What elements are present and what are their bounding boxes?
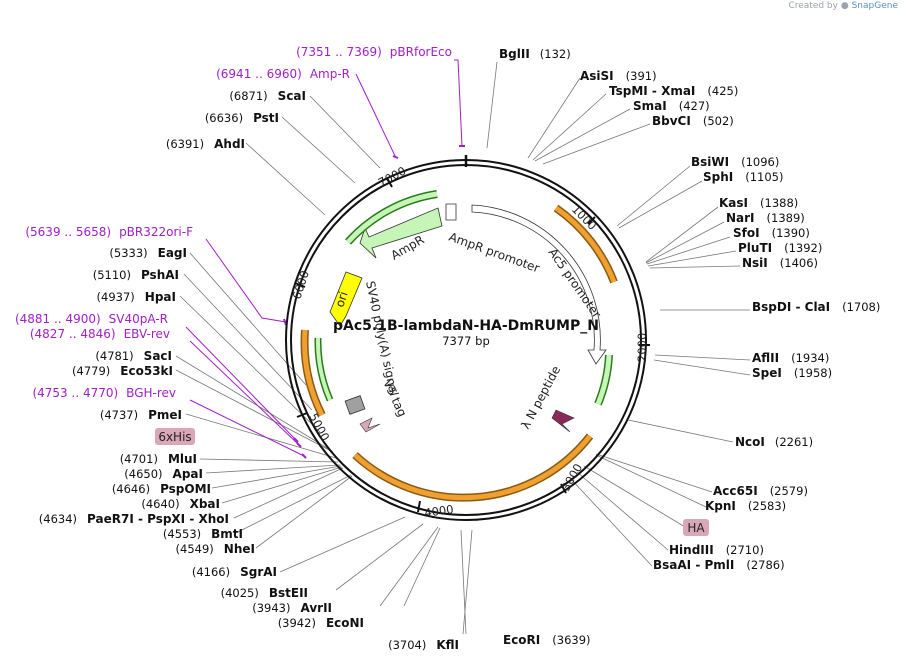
primer-pbr322ori-f: (5639 .. 5658)pBR322ori-F [25, 225, 193, 239]
primer-leader-lines [185, 59, 463, 457]
tag-ha-label: HA [687, 521, 705, 535]
primer-sv40pa-r: (4881 .. 4900)SV40pA-R [15, 312, 168, 326]
enzyme-ahdi: (6391)AhdI [166, 137, 245, 151]
primer-bgh-rev: (4753 .. 4770)BGH-rev [32, 386, 176, 400]
enzyme-ecori: EcoRI(3639) [503, 633, 591, 647]
features [300, 190, 618, 502]
enzyme-smai: SmaI(427) [633, 99, 710, 113]
credit-brand: SnapGene [851, 1, 898, 11]
enzyme-pmei: (4737)PmeI [100, 408, 182, 422]
snapgene-credit: Created by ● SnapGene [788, 1, 898, 11]
enzyme-tspmi-xmai: TspMI - XmaI(425) [609, 84, 738, 98]
enzyme-nari: NarI(1389) [726, 211, 805, 225]
enzyme-labels-left: (3704)KflI (3942)EcoNI (3943)AvrII (4025… [39, 89, 459, 652]
backbone [285, 155, 647, 521]
tick-6000: 6000 [290, 269, 312, 301]
enzyme-apai: (4650)ApaI [124, 467, 203, 481]
enzyme-kasi: KasI(1388) [719, 196, 798, 210]
tick-2000: 2000 [635, 333, 649, 362]
leader-lines [175, 61, 751, 635]
enzyme-xbai: (4640)XbaI [141, 497, 220, 511]
enzyme-sphi: SphI(1105) [703, 170, 784, 184]
feature-v5-tag: V5 tag [380, 377, 409, 419]
primer-amp-r: (6941 .. 6960)Amp-R [216, 67, 350, 81]
enzyme-avrii: (3943)AvrII [252, 601, 332, 615]
enzyme-hindiii: HindIII(2710) [669, 543, 764, 557]
enzyme-econi: (3942)EcoNI [278, 616, 364, 630]
primer-pbrforeco: (7351 .. 7369)pBRforEco [296, 45, 452, 59]
snapgene-logo-icon: ● [840, 1, 849, 11]
enzyme-eagi: (5333)EagI [109, 246, 187, 260]
enzyme-mlui: (4701)MluI [120, 452, 197, 466]
enzyme-bsteii: (4025)BstEII [221, 586, 308, 600]
enzyme-psti: (6636)PstI [205, 111, 279, 125]
credit-prefix: Created by [788, 1, 838, 11]
enzyme-kpni: KpnI(2583) [705, 499, 786, 513]
enzyme-asisi: AsiSI(391) [580, 69, 657, 83]
enzyme-pluti: PluTI(1392) [738, 241, 822, 255]
enzyme-spei: SpeI(1958) [752, 366, 832, 380]
enzyme-sfoi: SfoI(1390) [733, 226, 810, 240]
enzyme-aflii: AflII(1934) [752, 351, 829, 365]
primer-marks [283, 145, 465, 459]
enzyme-saci: (4781)SacI [95, 349, 172, 363]
tag-6xhis-label: 6xHis [158, 430, 191, 444]
enzyme-pshai: (5110)PshAI [93, 268, 179, 282]
enzyme-acc65i: Acc65I(2579) [713, 484, 808, 498]
enzyme-scai: (6871)ScaI [229, 89, 306, 103]
enzyme-pspomi: (4646)PspOMI [112, 482, 211, 496]
enzyme-sgrai: (4166)SgrAI [192, 565, 277, 579]
feature-sv40-polya: SV40 poly(A) signal [363, 280, 401, 398]
enzyme-hpai: (4937)HpaI [97, 290, 176, 304]
tick-4000: 4000 [423, 502, 454, 520]
ticks [294, 177, 650, 513]
enzyme-nsii: NsiI(1406) [742, 256, 818, 270]
primer-labels: (7351 .. 7369)pBRforEco (6941 .. 6960)Am… [15, 45, 452, 400]
enzyme-nhei: (4549)NheI [176, 542, 255, 556]
enzyme-bsiwi: BsiWI(1096) [691, 155, 779, 169]
enzyme-paer7i-pspxi-xhoi: (4634)PaeR7I - PspXI - XhoI [39, 512, 229, 526]
plasmid-length: 7377 bp [442, 334, 490, 348]
enzyme-bglii: BglII(132) [499, 47, 571, 61]
enzyme-kfli: (3704)KflI [388, 638, 459, 652]
feature-ac5-promoter: Ac5 promoter [546, 246, 604, 321]
enzyme-eco53ki: (4779)Eco53kI [72, 364, 173, 378]
primer-ebv-rev: (4827 .. 4846)EBV-rev [30, 327, 170, 341]
feature-ori: ori [333, 290, 351, 309]
tag-6xhis: 6xHis [155, 428, 195, 445]
plasmid-name: pAc5.1B-lambdaN-HA-DmRUMP_N [333, 318, 599, 334]
enzyme-bbvci: BbvCI(502) [652, 114, 734, 128]
enzyme-bspdi-clai: BspDI - ClaI(1708) [752, 300, 880, 314]
feature-ampr-promoter: AmpR promoter [447, 230, 541, 276]
enzyme-ncoi: NcoI(2261) [735, 435, 813, 449]
enzyme-labels-right: BglII(132) AsiSI(391) TspMI - XmaI(425) … [499, 47, 880, 647]
enzyme-bsaai-pmli: BsaAI - PmlI(2786) [653, 558, 785, 572]
enzyme-bmti: (4553)BmtI [163, 527, 243, 541]
tag-ha: HA [683, 519, 709, 536]
